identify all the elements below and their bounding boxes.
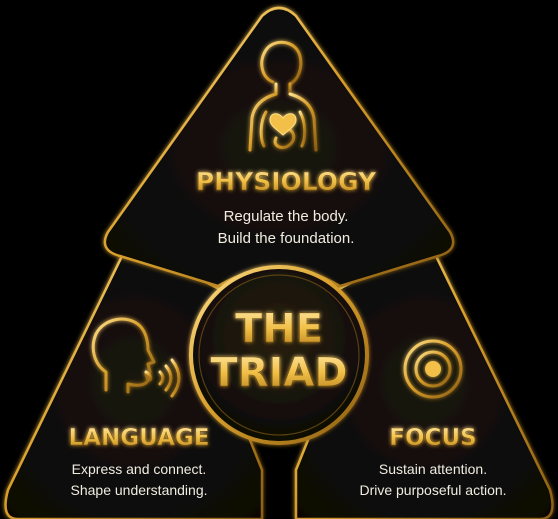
- physiology-desc-line2: Build the foundation.: [218, 230, 355, 247]
- language-desc-line1: Express and connect.: [72, 461, 207, 477]
- speaking-head-icon: [91, 317, 181, 398]
- human-torso-heart-icon: [248, 40, 318, 152]
- physiology-desc-line1: Regulate the body.: [224, 208, 349, 225]
- heart-shape: [269, 113, 297, 136]
- physiology-title: PHYSIOLOGY: [196, 167, 377, 196]
- focus-desc-line1: Sustain attention.: [379, 461, 487, 477]
- center-title-line1: THE: [235, 306, 323, 352]
- language-desc-line2: Shape understanding.: [71, 482, 208, 498]
- target-crosshair-icon: [393, 329, 473, 409]
- focus-title: FOCUS: [389, 425, 476, 451]
- language-title: LANGUAGE: [69, 425, 210, 451]
- center-title-line2: TRIAD: [210, 350, 347, 396]
- center-circle: [189, 265, 369, 445]
- target-bullseye: [425, 361, 441, 377]
- focus-desc-line2: Drive purposeful action.: [359, 482, 506, 498]
